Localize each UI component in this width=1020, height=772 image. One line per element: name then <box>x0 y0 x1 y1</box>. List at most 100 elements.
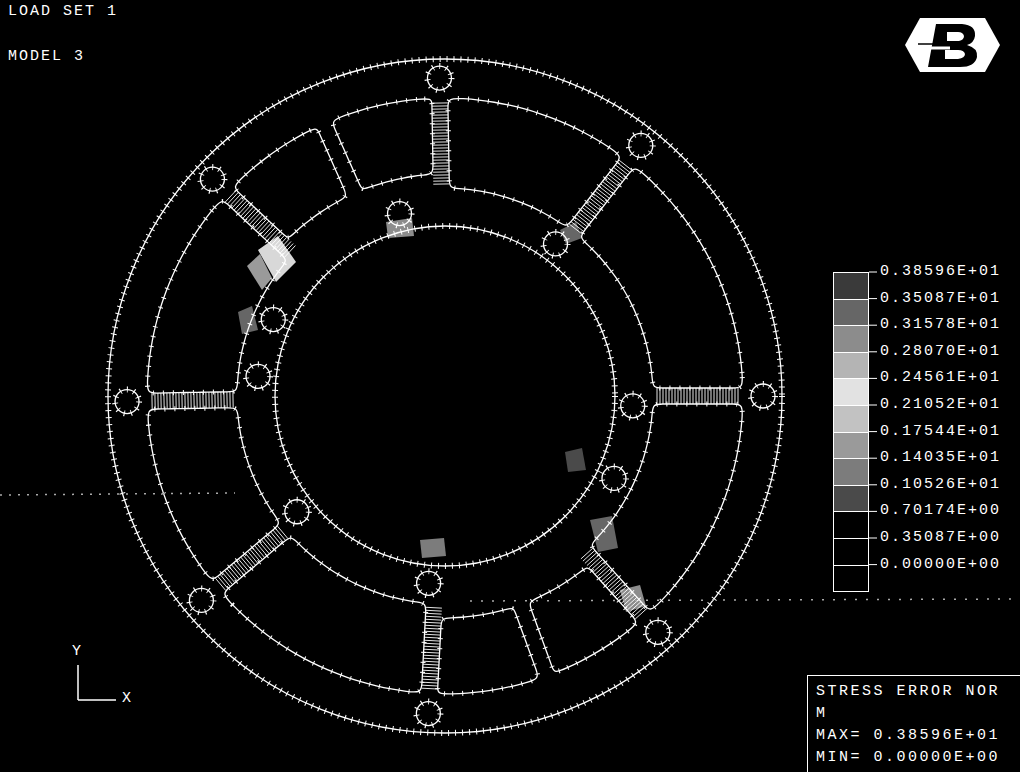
spoke-hatch <box>181 393 182 409</box>
spoke-hatch <box>202 392 203 408</box>
legend-swatch <box>833 299 869 327</box>
spoke-hatch <box>423 661 439 663</box>
pocket-ticks <box>530 568 635 671</box>
legend-value: 0.31578E+01 <box>880 316 1001 334</box>
scan-line <box>0 493 235 495</box>
spoke-hatch <box>215 578 225 590</box>
legend-swatch <box>833 565 869 593</box>
legend-value: 0.21052E+01 <box>880 396 1001 414</box>
bolt-hole <box>751 384 775 408</box>
info-box: STRESS ERROR NOR MMAX= 0.38596E+01MIN= 0… <box>807 675 1020 772</box>
spoke-hatch <box>217 392 218 408</box>
legend-swatch <box>833 272 869 300</box>
legend-value: 0.00000E+00 <box>880 556 1001 574</box>
scan-line <box>470 599 1012 601</box>
spoke-hatch <box>425 622 441 624</box>
bolt-hole-ticks <box>200 167 224 191</box>
logo-mark <box>928 24 977 67</box>
spoke-hatch <box>433 141 449 142</box>
spoke-hatch <box>199 392 200 408</box>
legend-swatch <box>833 378 869 406</box>
spoke-hatch <box>433 177 449 178</box>
inner-hole-ticks <box>246 364 270 388</box>
spoke-hatch <box>425 619 441 621</box>
pocket-ticks <box>333 99 433 189</box>
spoke-hatch <box>163 393 164 409</box>
pocket-outline <box>530 568 635 671</box>
bolt-hole <box>115 390 139 414</box>
bolt-hole-ticks <box>416 702 440 726</box>
spoke-hatch <box>433 165 449 166</box>
x-axis <box>78 699 116 701</box>
spoke-hatch <box>423 664 439 666</box>
spoke-hatch <box>422 685 438 687</box>
spoke-hatch <box>432 123 448 124</box>
spoke-hatch <box>693 388 694 404</box>
spoke-hatch <box>672 388 673 404</box>
pocket-ticks <box>148 408 278 579</box>
spoke-hatch <box>433 156 449 157</box>
spoke-hatch <box>732 388 733 404</box>
pocket-outline <box>236 129 346 237</box>
pocket-ticks <box>225 538 426 692</box>
bolt-hole-ticks <box>115 390 139 414</box>
pocket-outline <box>147 202 285 393</box>
info-text: MAX= 0.38596E+01 <box>816 725 1012 747</box>
inner-hole <box>621 394 645 418</box>
legend-value: 0.14035E+01 <box>880 449 1001 467</box>
logo-stripe <box>918 43 944 45</box>
spoke-hatch <box>432 117 448 118</box>
hub-circle-ticks <box>275 226 615 566</box>
spoke-hatch <box>151 393 152 409</box>
spoke-hatch <box>187 392 188 408</box>
legend-tick <box>869 458 877 459</box>
spoke-hatch <box>423 670 439 672</box>
spoke-hatch <box>423 667 439 669</box>
legend-value: 0.35087E+01 <box>880 290 1001 308</box>
header-text: LOAD SET 1 <box>8 3 118 21</box>
spoke-hatch <box>220 392 221 408</box>
spoke-hatch <box>226 392 227 408</box>
spoke-hatch <box>225 190 236 202</box>
spoke-hatch <box>175 393 176 409</box>
spoke-hatch <box>619 160 632 170</box>
inner-hole-ticks <box>602 466 626 490</box>
pocket-outline <box>582 169 743 388</box>
rim-circle <box>108 59 782 733</box>
spoke-hatch <box>425 634 441 636</box>
spoke-hatch <box>696 388 697 404</box>
spoke-hatch <box>705 388 706 404</box>
bolt-hole-ticks <box>427 66 451 90</box>
info-text: MIN= 0.00000E+00 <box>816 747 1012 769</box>
spoke-hatch <box>422 676 438 678</box>
spoke-hatch <box>193 392 194 408</box>
spoke-hatch <box>738 388 739 404</box>
bolt-hole <box>189 588 213 612</box>
inner-hole-ticks <box>544 232 568 256</box>
spoke-hatch <box>684 388 685 404</box>
legend-value: 0.35087E+00 <box>880 529 1001 547</box>
spoke-hatch <box>432 105 448 106</box>
spoke-hatch <box>635 608 647 619</box>
legend-swatch <box>833 432 869 460</box>
inner-hole-ticks <box>261 308 285 332</box>
spoke-hatch <box>154 393 155 409</box>
stress-patch <box>420 538 446 558</box>
spoke-hatch <box>196 392 197 408</box>
legend-tick <box>869 431 877 432</box>
spoke-hatch <box>432 135 448 136</box>
pocket-ticks <box>592 404 742 609</box>
pocket-outline <box>333 99 433 189</box>
bolt-hole-ticks <box>646 620 670 644</box>
spoke-hatch <box>687 388 688 404</box>
inner-hole <box>285 500 309 524</box>
spoke-hatch <box>424 649 440 651</box>
spoke-hatch <box>425 625 441 627</box>
spoke-hatch <box>729 388 730 404</box>
spoke-hatch <box>675 388 676 404</box>
legend-value: 0.24561E+01 <box>880 369 1001 387</box>
hub-circle <box>275 226 615 566</box>
spoke-hatch <box>422 673 438 675</box>
spoke-hatch <box>433 138 449 139</box>
inner-hole <box>388 202 412 226</box>
